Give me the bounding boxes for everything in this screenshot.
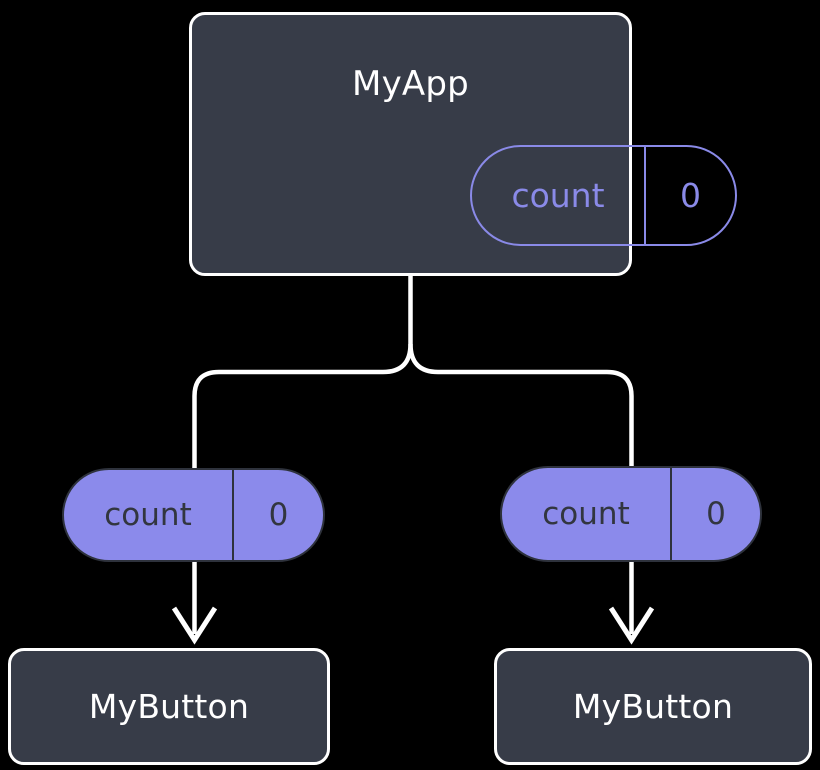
node-myapp[interactable]: MyApp count 0 xyxy=(189,12,737,276)
state-pill-myapp-key: count xyxy=(511,176,605,215)
state-pill-left[interactable]: count 0 xyxy=(62,468,325,562)
state-pill-right[interactable]: count 0 xyxy=(500,466,762,562)
arrowhead-right-icon xyxy=(608,606,655,645)
arrowhead-left-icon xyxy=(171,606,218,645)
node-mybutton-right-label: MyButton xyxy=(572,687,734,726)
node-mybutton-right[interactable]: MyButton xyxy=(494,648,812,765)
state-pill-right-value: 0 xyxy=(670,468,760,560)
node-mybutton-left-label: MyButton xyxy=(88,687,250,726)
node-myapp-label: MyApp xyxy=(352,64,469,104)
state-pill-myapp[interactable]: count 0 xyxy=(470,145,737,246)
state-pill-right-key: count xyxy=(542,495,630,532)
wire-trunk-split xyxy=(408,276,634,482)
node-mybutton-left[interactable]: MyButton xyxy=(8,648,330,765)
state-pill-left-value: 0 xyxy=(232,470,323,560)
state-pill-left-key: count xyxy=(104,496,192,533)
wire-trunk-split-left xyxy=(192,343,413,482)
state-pill-myapp-value: 0 xyxy=(644,147,735,244)
